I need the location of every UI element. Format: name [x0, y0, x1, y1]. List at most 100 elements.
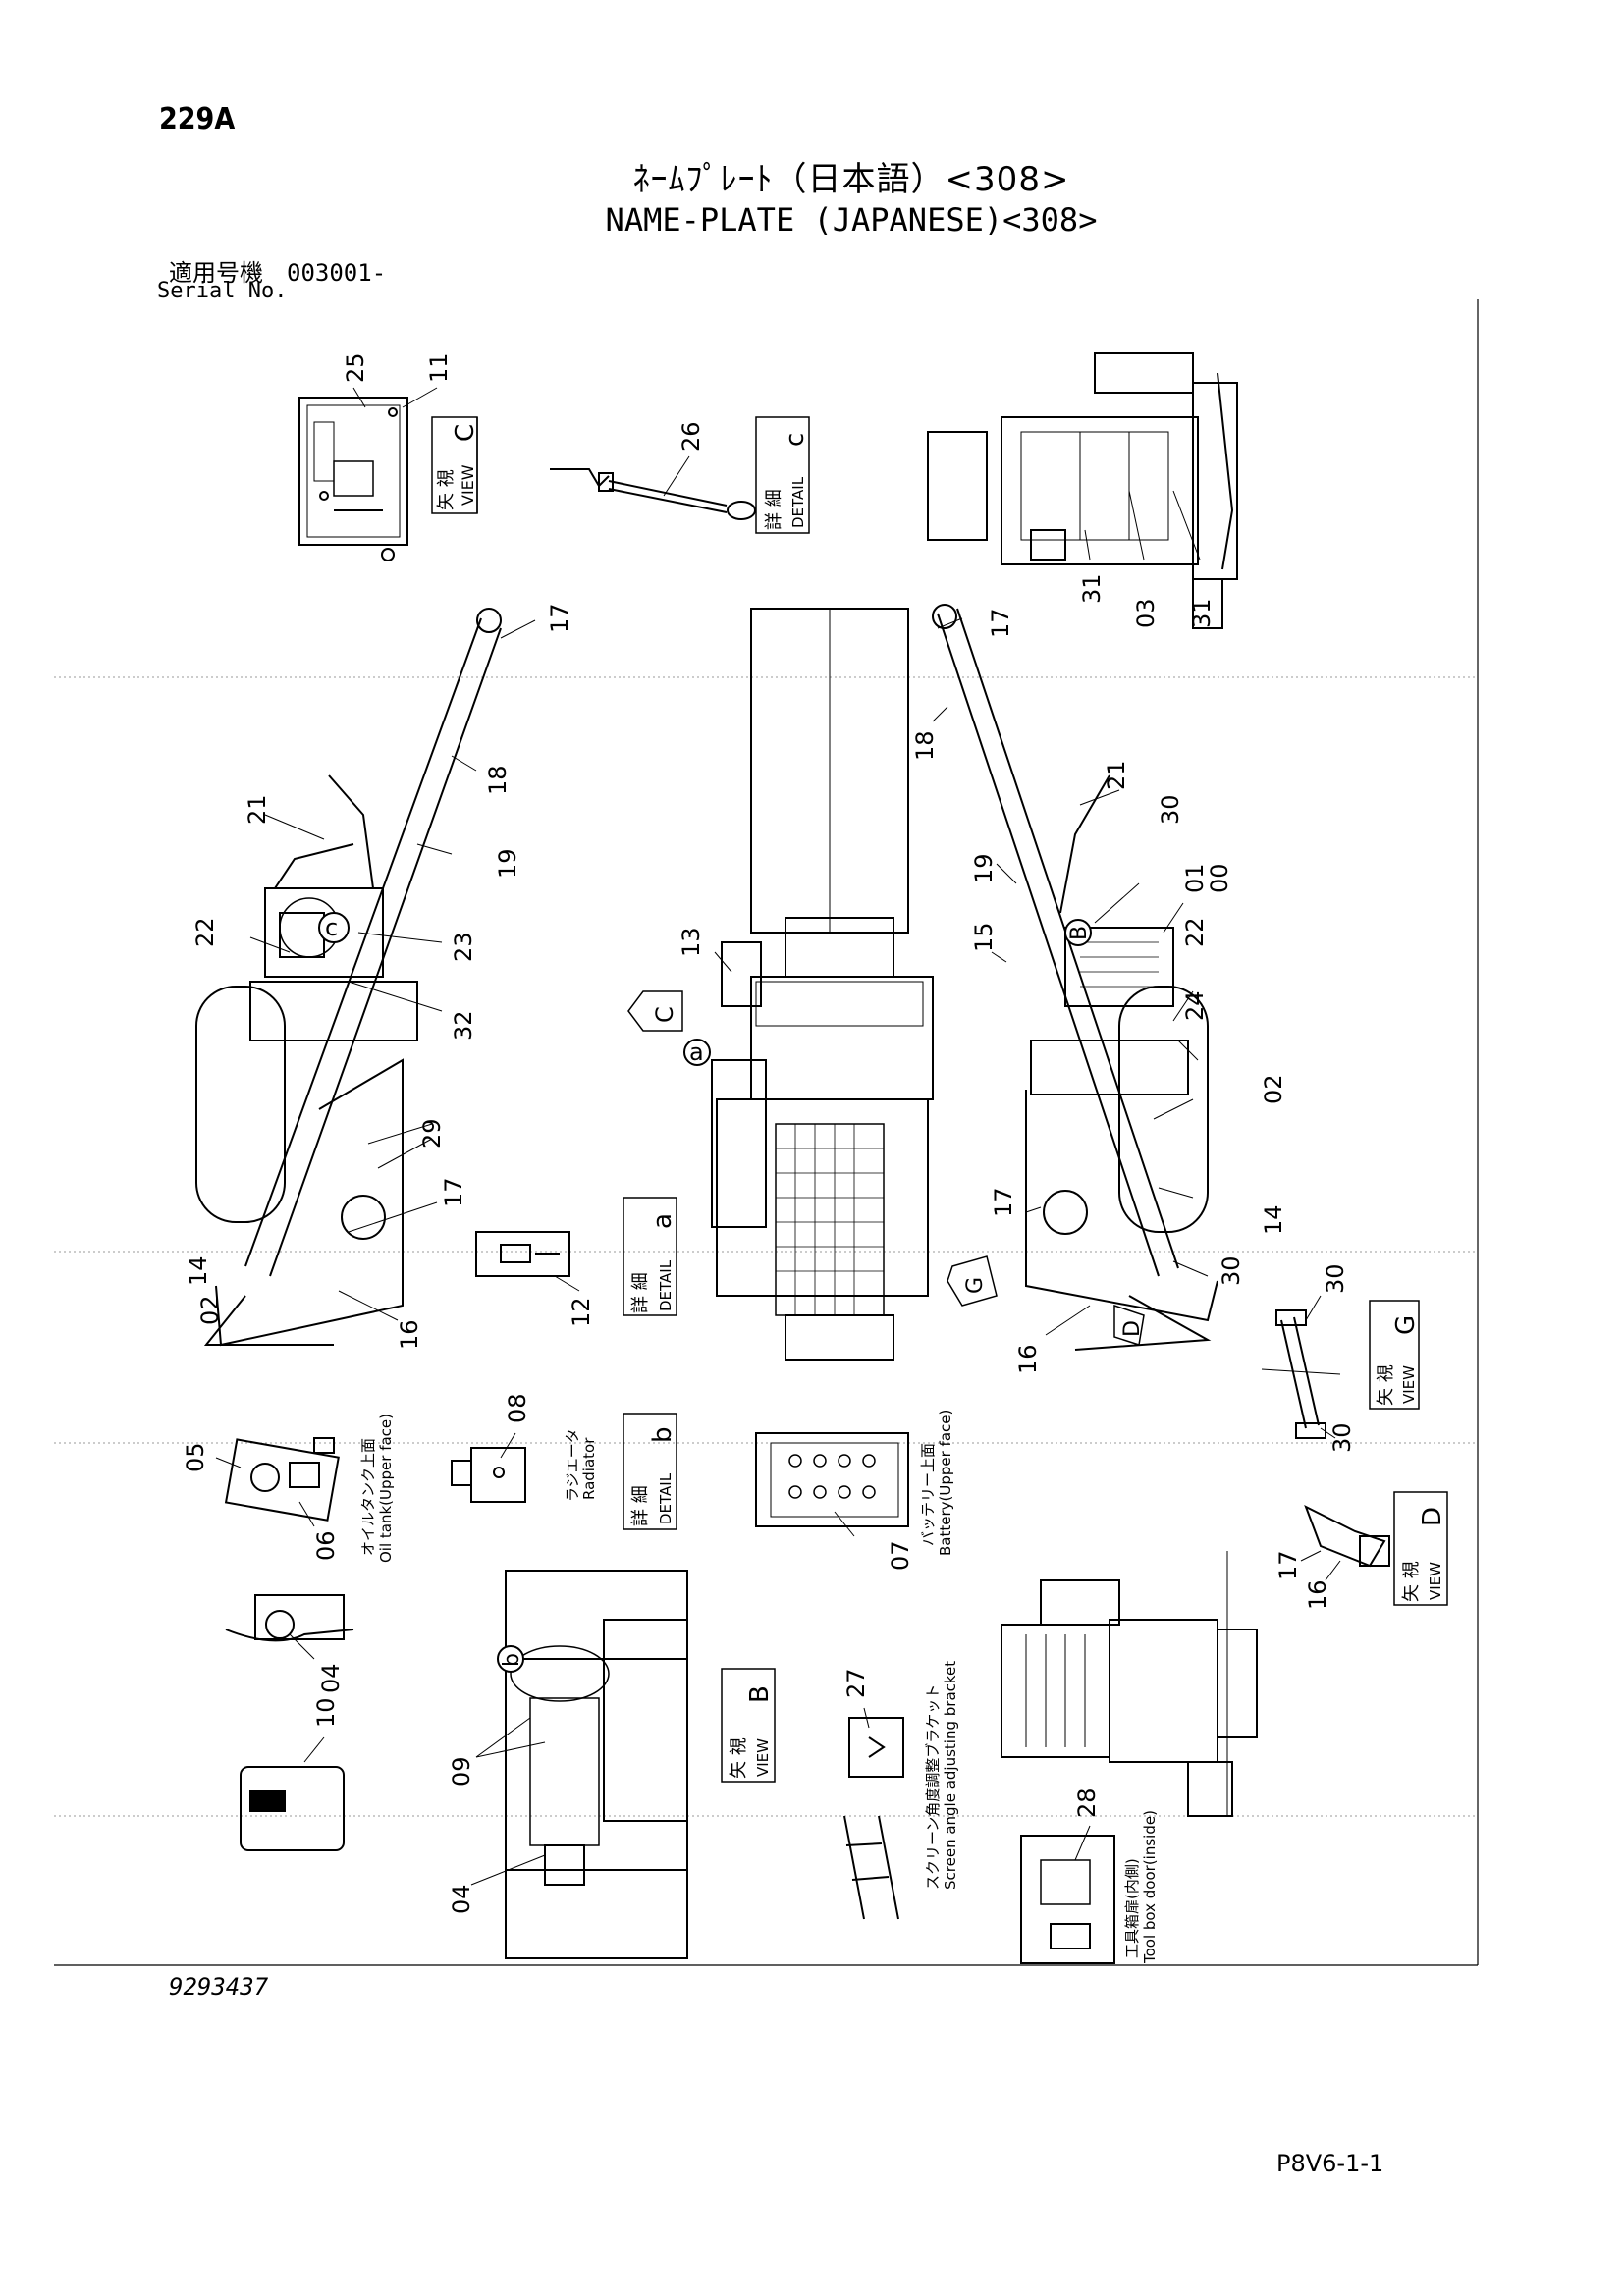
- svg-text:VIEW: VIEW: [1427, 1562, 1444, 1600]
- callout-30c: 30: [1322, 1263, 1349, 1294]
- svg-text:D: D: [1120, 1320, 1145, 1337]
- battery-en: Battery(Upper face): [937, 1410, 954, 1556]
- machine-plan-view: [711, 608, 934, 1361]
- marker-a: a: [683, 1039, 711, 1066]
- grid-lines: [54, 676, 1478, 1817]
- leader-lines-rear-view: [1084, 490, 1201, 561]
- callout-06: 06: [312, 1530, 340, 1561]
- callout-23: 23: [450, 932, 477, 962]
- view-b-label: 矢 視 VIEW B: [721, 1668, 776, 1783]
- part-04-drawing: [225, 1594, 354, 1642]
- callout-16b: 16: [1014, 1344, 1042, 1374]
- callout-16c: 16: [1304, 1579, 1331, 1610]
- svg-text:矢 視: 矢 視: [1401, 1561, 1422, 1602]
- oil-tank-en: Oil tank(Upper face): [377, 1414, 395, 1563]
- serial-label-english: Serial No.: [157, 279, 288, 303]
- svg-text:矢 視: 矢 視: [729, 1737, 749, 1779]
- callout-02b: 02: [1260, 1074, 1287, 1104]
- svg-text:a: a: [689, 1039, 704, 1066]
- svg-text:詳 細: 詳 細: [630, 1272, 651, 1313]
- callout-07: 07: [887, 1540, 914, 1571]
- frame-lines: [54, 299, 1479, 1966]
- detail-c-label: 詳 細 DETAIL c: [755, 416, 810, 534]
- drawing-number: 9293437: [169, 1973, 269, 2001]
- page-reference: P8V6-1-1: [1276, 2150, 1384, 2177]
- radiator-en: Radiator: [580, 1437, 598, 1500]
- svg-text:G: G: [1391, 1315, 1421, 1335]
- view-d-drawing: [1304, 1504, 1390, 1568]
- svg-text:G: G: [963, 1277, 988, 1294]
- callout-01: 01: [1181, 863, 1209, 893]
- view-c-label: 矢 視 VIEW C: [431, 416, 480, 514]
- callout-14a: 14: [185, 1255, 212, 1286]
- svg-text:矢 視: 矢 視: [1376, 1364, 1396, 1406]
- callout-16a: 16: [396, 1319, 423, 1350]
- toolbox-en: Tool box door(inside): [1141, 1810, 1159, 1964]
- leader-lines-battery: [834, 1511, 855, 1537]
- callout-00: 00: [1206, 863, 1233, 893]
- callout-21a: 21: [244, 794, 271, 825]
- callout-11: 11: [425, 352, 453, 383]
- callout-18b: 18: [911, 730, 939, 761]
- view-g-label: 矢 視 VIEW G: [1369, 1300, 1421, 1410]
- tag-10-drawing: [240, 1766, 345, 1851]
- svg-text:DETAIL: DETAIL: [657, 1259, 675, 1311]
- leader-lines-view-d: [1300, 1550, 1341, 1581]
- callout-08: 08: [504, 1393, 531, 1423]
- callout-18a: 18: [484, 765, 512, 795]
- detail-b-label: 詳 細 DETAIL b: [623, 1413, 677, 1530]
- machine-front-view: [1001, 1551, 1258, 1817]
- callout-10: 10: [312, 1697, 340, 1728]
- leader-lines-plan-view: [714, 951, 732, 973]
- callout-03: 03: [1132, 598, 1160, 628]
- screen-jp: スクリーン角度調整ブラケット: [924, 1684, 942, 1890]
- callout-02a: 02: [196, 1295, 224, 1325]
- leader-lines-oil-tank: [215, 1457, 315, 1527]
- detail-a-label: 詳 細 DETAIL a: [623, 1197, 677, 1316]
- detail-c-drawing: [550, 455, 756, 520]
- battery-jp: バッテリー上面: [919, 1443, 937, 1546]
- callout-28: 28: [1073, 1788, 1101, 1818]
- toolbox-door-drawing: [1020, 1835, 1115, 1964]
- radiator-drawing: [451, 1447, 526, 1503]
- svg-text:C: C: [651, 1006, 678, 1023]
- callout-27: 27: [842, 1668, 870, 1698]
- svg-text:B: B: [745, 1685, 775, 1703]
- callout-17a: 17: [546, 603, 573, 633]
- callout-21b: 21: [1103, 760, 1130, 790]
- callout-22b: 22: [1181, 917, 1209, 947]
- callout-30a: 30: [1157, 794, 1184, 825]
- leader-lines-toolbox: [1074, 1825, 1091, 1861]
- leader-lines-radiator: [500, 1432, 516, 1459]
- callout-17d: 17: [990, 1187, 1017, 1217]
- svg-text:VIEW: VIEW: [1400, 1365, 1418, 1404]
- machine-rear-view: [927, 352, 1238, 629]
- callout-32: 32: [450, 1010, 477, 1041]
- svg-text:詳 細: 詳 細: [630, 1485, 651, 1526]
- marker-arrow-C: C: [627, 990, 683, 1032]
- detail-c-en: DETAIL: [789, 476, 807, 528]
- view-c-letter: C: [451, 424, 480, 442]
- leader-lines-view-c: [352, 387, 438, 408]
- svg-text:DETAIL: DETAIL: [657, 1472, 675, 1524]
- marker-arrow-D: D: [1113, 1304, 1145, 1346]
- callout-17e: 17: [1274, 1550, 1302, 1580]
- callout-05: 05: [182, 1442, 209, 1472]
- detail-c-letter: c: [781, 433, 810, 447]
- callout-31b: 31: [1188, 598, 1216, 628]
- callout-13: 13: [677, 927, 705, 957]
- leader-lines-part-04: [289, 1633, 315, 1660]
- callout-04a: 04: [317, 1663, 345, 1693]
- screen-en: Screen angle adjusting bracket: [942, 1661, 959, 1890]
- leader-lines-left-view: [249, 619, 536, 1321]
- serial-label-japanese: 適用号機 003001-: [169, 259, 387, 287]
- svg-text:B: B: [1067, 926, 1092, 940]
- marker-b: b: [497, 1645, 524, 1673]
- control-panel-drawing: [298, 397, 408, 561]
- callout-12: 12: [568, 1297, 595, 1327]
- leader-lines-right-view: [932, 617, 1209, 1336]
- callout-29: 29: [418, 1118, 446, 1148]
- callout-14b: 14: [1260, 1204, 1287, 1235]
- callout-25: 25: [342, 352, 369, 383]
